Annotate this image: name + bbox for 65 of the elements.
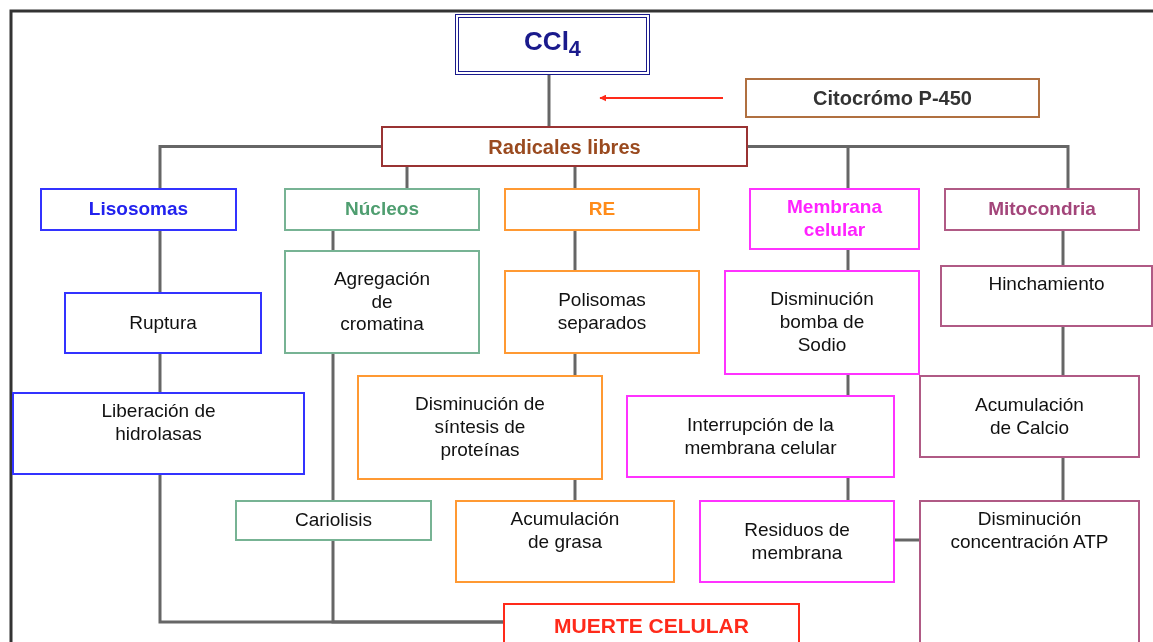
node-label: Interrupción de la membrana celular — [683, 413, 838, 460]
connector-line — [158, 354, 162, 392]
effect-box — [940, 265, 1153, 327]
connector-line — [748, 145, 1070, 188]
connector-line — [1061, 458, 1065, 500]
node-label: Citocrómo P-450 — [813, 86, 972, 110]
connector-line — [573, 354, 577, 375]
effect-box — [504, 270, 700, 354]
effect-box — [357, 375, 603, 480]
effect-box — [699, 500, 895, 583]
arrow — [599, 94, 724, 102]
connector-line — [331, 354, 335, 500]
node-label: Residuos de membrana — [743, 518, 851, 565]
effect-box — [64, 292, 262, 354]
connector-line — [573, 231, 577, 270]
organelle-box — [40, 188, 237, 231]
node-label: Acumulación de grasa — [509, 508, 621, 554]
node-label: RE — [588, 198, 616, 221]
compound-box — [455, 14, 650, 75]
effect-box — [626, 395, 895, 478]
connector-line — [846, 478, 850, 500]
agent-box — [745, 78, 1040, 118]
node-label: Polisomas separados — [556, 289, 648, 335]
node-label: Radicales libres — [488, 134, 641, 159]
connector-line — [895, 538, 919, 542]
node-label: Disminución concentración ATP — [949, 508, 1110, 554]
effect-box — [12, 392, 305, 475]
effect-box — [284, 250, 480, 354]
effect-box — [919, 375, 1140, 458]
effect-box — [455, 500, 675, 583]
connector-line — [846, 250, 850, 270]
node-label: Mitocondria — [988, 198, 1096, 221]
connector-line — [331, 541, 503, 624]
organelle-box — [749, 188, 920, 250]
outcome-box — [503, 603, 800, 642]
organelle-box — [284, 188, 480, 231]
node-label: Cariolisis — [294, 509, 373, 532]
node-label: Membrana celular — [786, 196, 883, 242]
connector-line — [331, 231, 335, 250]
node-label: Núcleos — [345, 198, 419, 221]
connector-line — [158, 231, 162, 292]
organelle-box — [504, 188, 700, 231]
node-label: Ruptura — [129, 311, 197, 335]
effect-box — [919, 500, 1140, 642]
node-label: Liberación de hidrolasas — [100, 400, 217, 446]
connector-line — [1061, 327, 1065, 375]
node-label: Disminución bomba de Sodio — [769, 288, 875, 357]
connector-line — [158, 145, 381, 188]
node-label: Acumulación de Calcio — [974, 393, 1085, 440]
node-label: Lisosomas — [88, 198, 189, 221]
organelle-box — [944, 188, 1140, 231]
node-label: CCl$_{4}$ — [524, 26, 581, 63]
effect-box — [724, 270, 920, 375]
agent-box — [381, 126, 748, 167]
node-label: Agregación de cromatina — [332, 267, 432, 337]
connector-line — [846, 375, 850, 395]
connector-line — [573, 480, 577, 500]
connector-line — [405, 167, 409, 188]
node-label: Disminución de síntesis de proteínas — [414, 393, 546, 462]
connector-line — [573, 167, 577, 188]
node-label: Hinchamiento — [988, 273, 1105, 296]
effect-box — [235, 500, 432, 541]
connector-line — [1061, 231, 1065, 265]
connector-line — [547, 75, 551, 126]
node-label: MUERTE CELULAR — [554, 613, 749, 639]
